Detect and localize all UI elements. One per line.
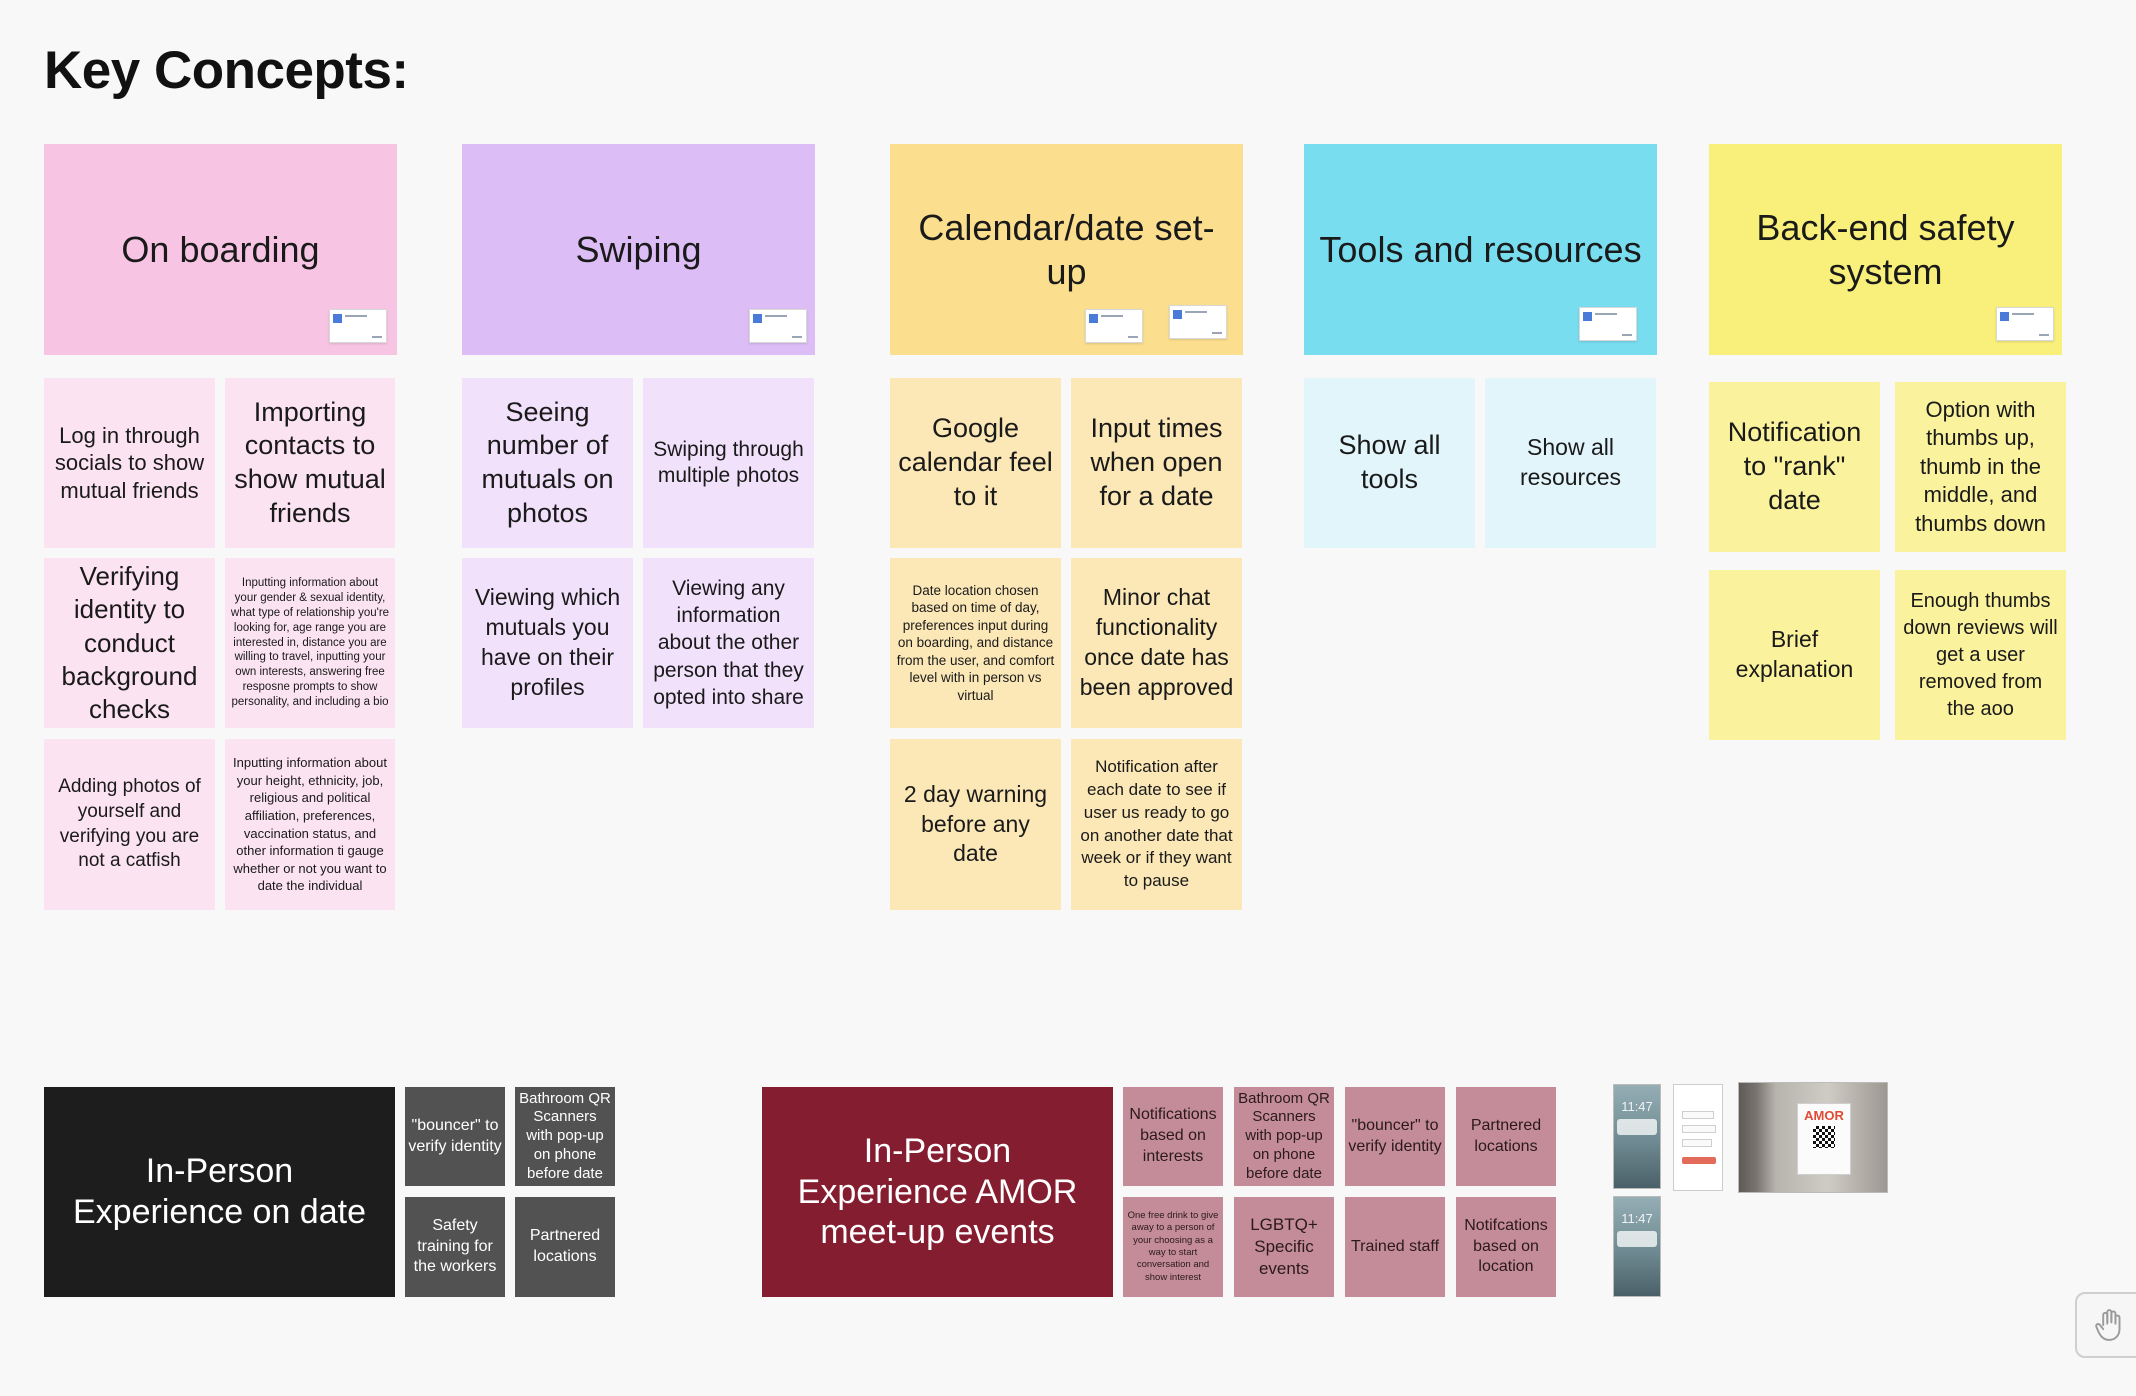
hand-icon [2093,1306,2127,1344]
sticky-note[interactable]: Verifying identity to conduct background… [44,558,215,728]
sticky-note[interactable]: Bathroom QR Scanners with pop-up on phon… [1234,1087,1334,1186]
notification-banner [1617,1231,1657,1247]
sticky-note[interactable]: "bouncer" to verify identity [1345,1087,1445,1186]
in-person-events-header-text: In-Person Experience AMOR meet-up events [776,1131,1099,1253]
form-screenshot-image[interactable] [1673,1084,1723,1191]
calendar-header-note[interactable]: Calendar/date set-up [890,144,1243,355]
sticky-note[interactable]: Notification after each date to see if u… [1071,739,1242,910]
notification-banner [1617,1119,1657,1135]
sticky-note[interactable]: Enough thumbs down reviews will get a us… [1895,570,2066,740]
safety-header-note[interactable]: Back-end safety system [1709,144,2062,355]
qr-code-icon [1813,1126,1835,1148]
safety-header-text: Back-end safety system [1723,206,2048,292]
sticky-note[interactable]: Seeing number of mutuals on photos [462,378,633,548]
sticky-note[interactable]: LGBTQ+ Specific events [1234,1197,1334,1297]
tools-header-text: Tools and resources [1319,228,1641,271]
sticky-note[interactable]: Trained staff [1345,1197,1445,1297]
sticky-note[interactable]: Minor chat functionality once date has b… [1071,558,1242,728]
sticky-note[interactable]: Viewing which mutuals you have on their … [462,558,633,728]
link-preview-thumbnail[interactable] [329,309,387,343]
sticky-note[interactable]: Swiping through multiple photos [643,378,814,548]
sticky-note[interactable]: Show all resources [1485,378,1656,548]
sticky-note[interactable]: Notification to "rank" date [1709,382,1880,552]
board-title: Key Concepts: [44,40,409,101]
sticky-note[interactable]: Inputting information about your height,… [225,739,395,910]
sticky-note[interactable]: Bathroom QR Scanners with pop-up on phon… [515,1087,615,1186]
tools-header-note[interactable]: Tools and resources [1304,144,1657,355]
qr-sign: AMOR [1797,1103,1851,1175]
in-person-date-header-text: In-Person Experience on date [58,1151,381,1233]
sticky-note[interactable]: Notifications based on interests [1123,1087,1223,1186]
link-preview-thumbnail[interactable] [1085,309,1143,343]
onboarding-header-note[interactable]: On boarding [44,144,397,355]
hand-tool-button[interactable] [2075,1292,2136,1358]
sticky-note[interactable]: Log in through socials to show mutual fr… [44,378,215,548]
sticky-note[interactable]: 2 day warning before any date [890,739,1061,910]
sticky-note[interactable]: "bouncer" to verify identity [405,1087,505,1186]
sticky-note[interactable]: Viewing any information about the other … [643,558,814,728]
sticky-note[interactable]: Adding photos of yourself and verifying … [44,739,215,910]
sticky-note[interactable]: One free drink to give away to a person … [1123,1197,1223,1297]
sticky-note[interactable]: Partnered locations [1456,1087,1556,1186]
swiping-header-note[interactable]: Swiping [462,144,815,355]
phone-screenshot-image[interactable]: 11:47 [1613,1196,1661,1297]
link-preview-thumbnail[interactable] [1169,305,1227,339]
sticky-note[interactable]: Show all tools [1304,378,1475,548]
sticky-note[interactable]: Date location chosen based on time of da… [890,558,1061,728]
onboarding-header-text: On boarding [121,228,319,271]
sticky-note[interactable]: Input times when open for a date [1071,378,1242,548]
sticky-note[interactable]: Google calendar feel to it [890,378,1061,548]
amor-sign-photo[interactable]: AMOR [1738,1082,1888,1193]
sticky-note[interactable]: Partnered locations [515,1197,615,1297]
sticky-note[interactable]: Safety training for the workers [405,1197,505,1297]
calendar-header-text: Calendar/date set-up [904,206,1229,292]
link-preview-thumbnail[interactable] [1996,307,2054,341]
sticky-note[interactable]: Option with thumbs up, thumb in the midd… [1895,382,2066,552]
link-preview-thumbnail[interactable] [1579,307,1637,341]
sticky-note[interactable]: Importing contacts to show mutual friend… [225,378,395,548]
in-person-date-header-note[interactable]: In-Person Experience on date [44,1087,395,1297]
swiping-header-text: Swiping [575,228,701,271]
in-person-events-header-note[interactable]: In-Person Experience AMOR meet-up events [762,1087,1113,1297]
sticky-note[interactable]: Brief explanation [1709,570,1880,740]
phone-screenshot-image[interactable]: 11:47 [1613,1084,1661,1189]
link-preview-thumbnail[interactable] [749,309,807,343]
sticky-note[interactable]: Notifcations based on location [1456,1197,1556,1297]
sticky-note[interactable]: Inputting information about your gender … [225,558,395,728]
